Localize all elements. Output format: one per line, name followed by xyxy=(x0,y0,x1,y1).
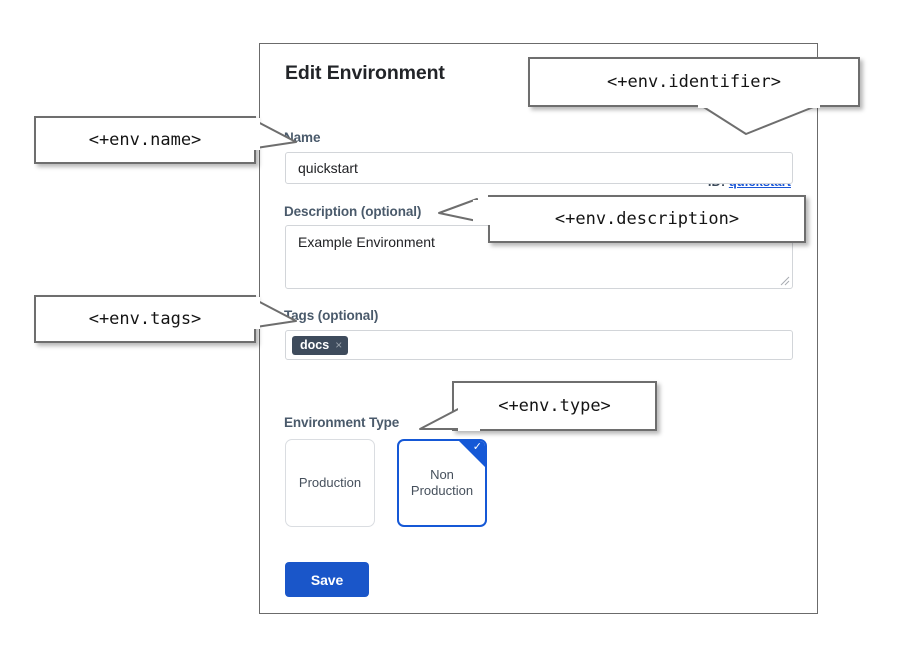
tag-chip-label: docs xyxy=(300,337,330,352)
callout-env-name-tail xyxy=(252,118,297,150)
callout-env-type-text: <+env.type> xyxy=(498,396,611,416)
name-input[interactable] xyxy=(285,152,793,184)
callout-env-tags: <+env.tags> xyxy=(34,295,256,343)
callout-env-identifier-text: <+env.identifier> xyxy=(607,72,781,92)
environment-type-card-non-production[interactable]: Non Production ✓ xyxy=(397,439,487,527)
environment-type-card-non-production-label: Non Production xyxy=(410,467,474,498)
callout-env-identifier: <+env.identifier> xyxy=(528,57,860,107)
callout-env-type-tail xyxy=(419,405,480,431)
page-title: Edit Environment xyxy=(285,62,445,84)
environment-type-options: Production Non Production ✓ xyxy=(285,439,487,527)
callout-env-name: <+env.name> xyxy=(34,116,256,164)
close-icon[interactable]: × xyxy=(335,338,343,352)
save-button[interactable]: Save xyxy=(285,562,369,597)
callout-env-tags-text: <+env.tags> xyxy=(88,309,202,329)
callout-env-identifier-tail xyxy=(698,104,820,135)
callout-env-name-text: <+env.name> xyxy=(88,130,202,150)
environment-type-card-production[interactable]: Production xyxy=(285,439,375,527)
callout-env-description-text: <+env.description> xyxy=(554,209,740,229)
callout-env-type: <+env.type> xyxy=(452,381,657,431)
selected-corner-badge xyxy=(459,441,485,467)
description-label: Description (optional) xyxy=(284,204,422,219)
tags-input[interactable]: docs × xyxy=(285,330,793,360)
check-icon: ✓ xyxy=(472,441,482,453)
tag-chip[interactable]: docs × xyxy=(292,335,349,355)
callout-env-tags-tail xyxy=(252,297,297,329)
environment-type-card-production-label: Production xyxy=(298,475,362,490)
callout-env-description: <+env.description> xyxy=(488,195,806,243)
callout-env-description-tail xyxy=(438,197,495,225)
environment-type-label: Environment Type xyxy=(284,415,400,430)
tags-label: Tags (optional) xyxy=(284,308,379,323)
